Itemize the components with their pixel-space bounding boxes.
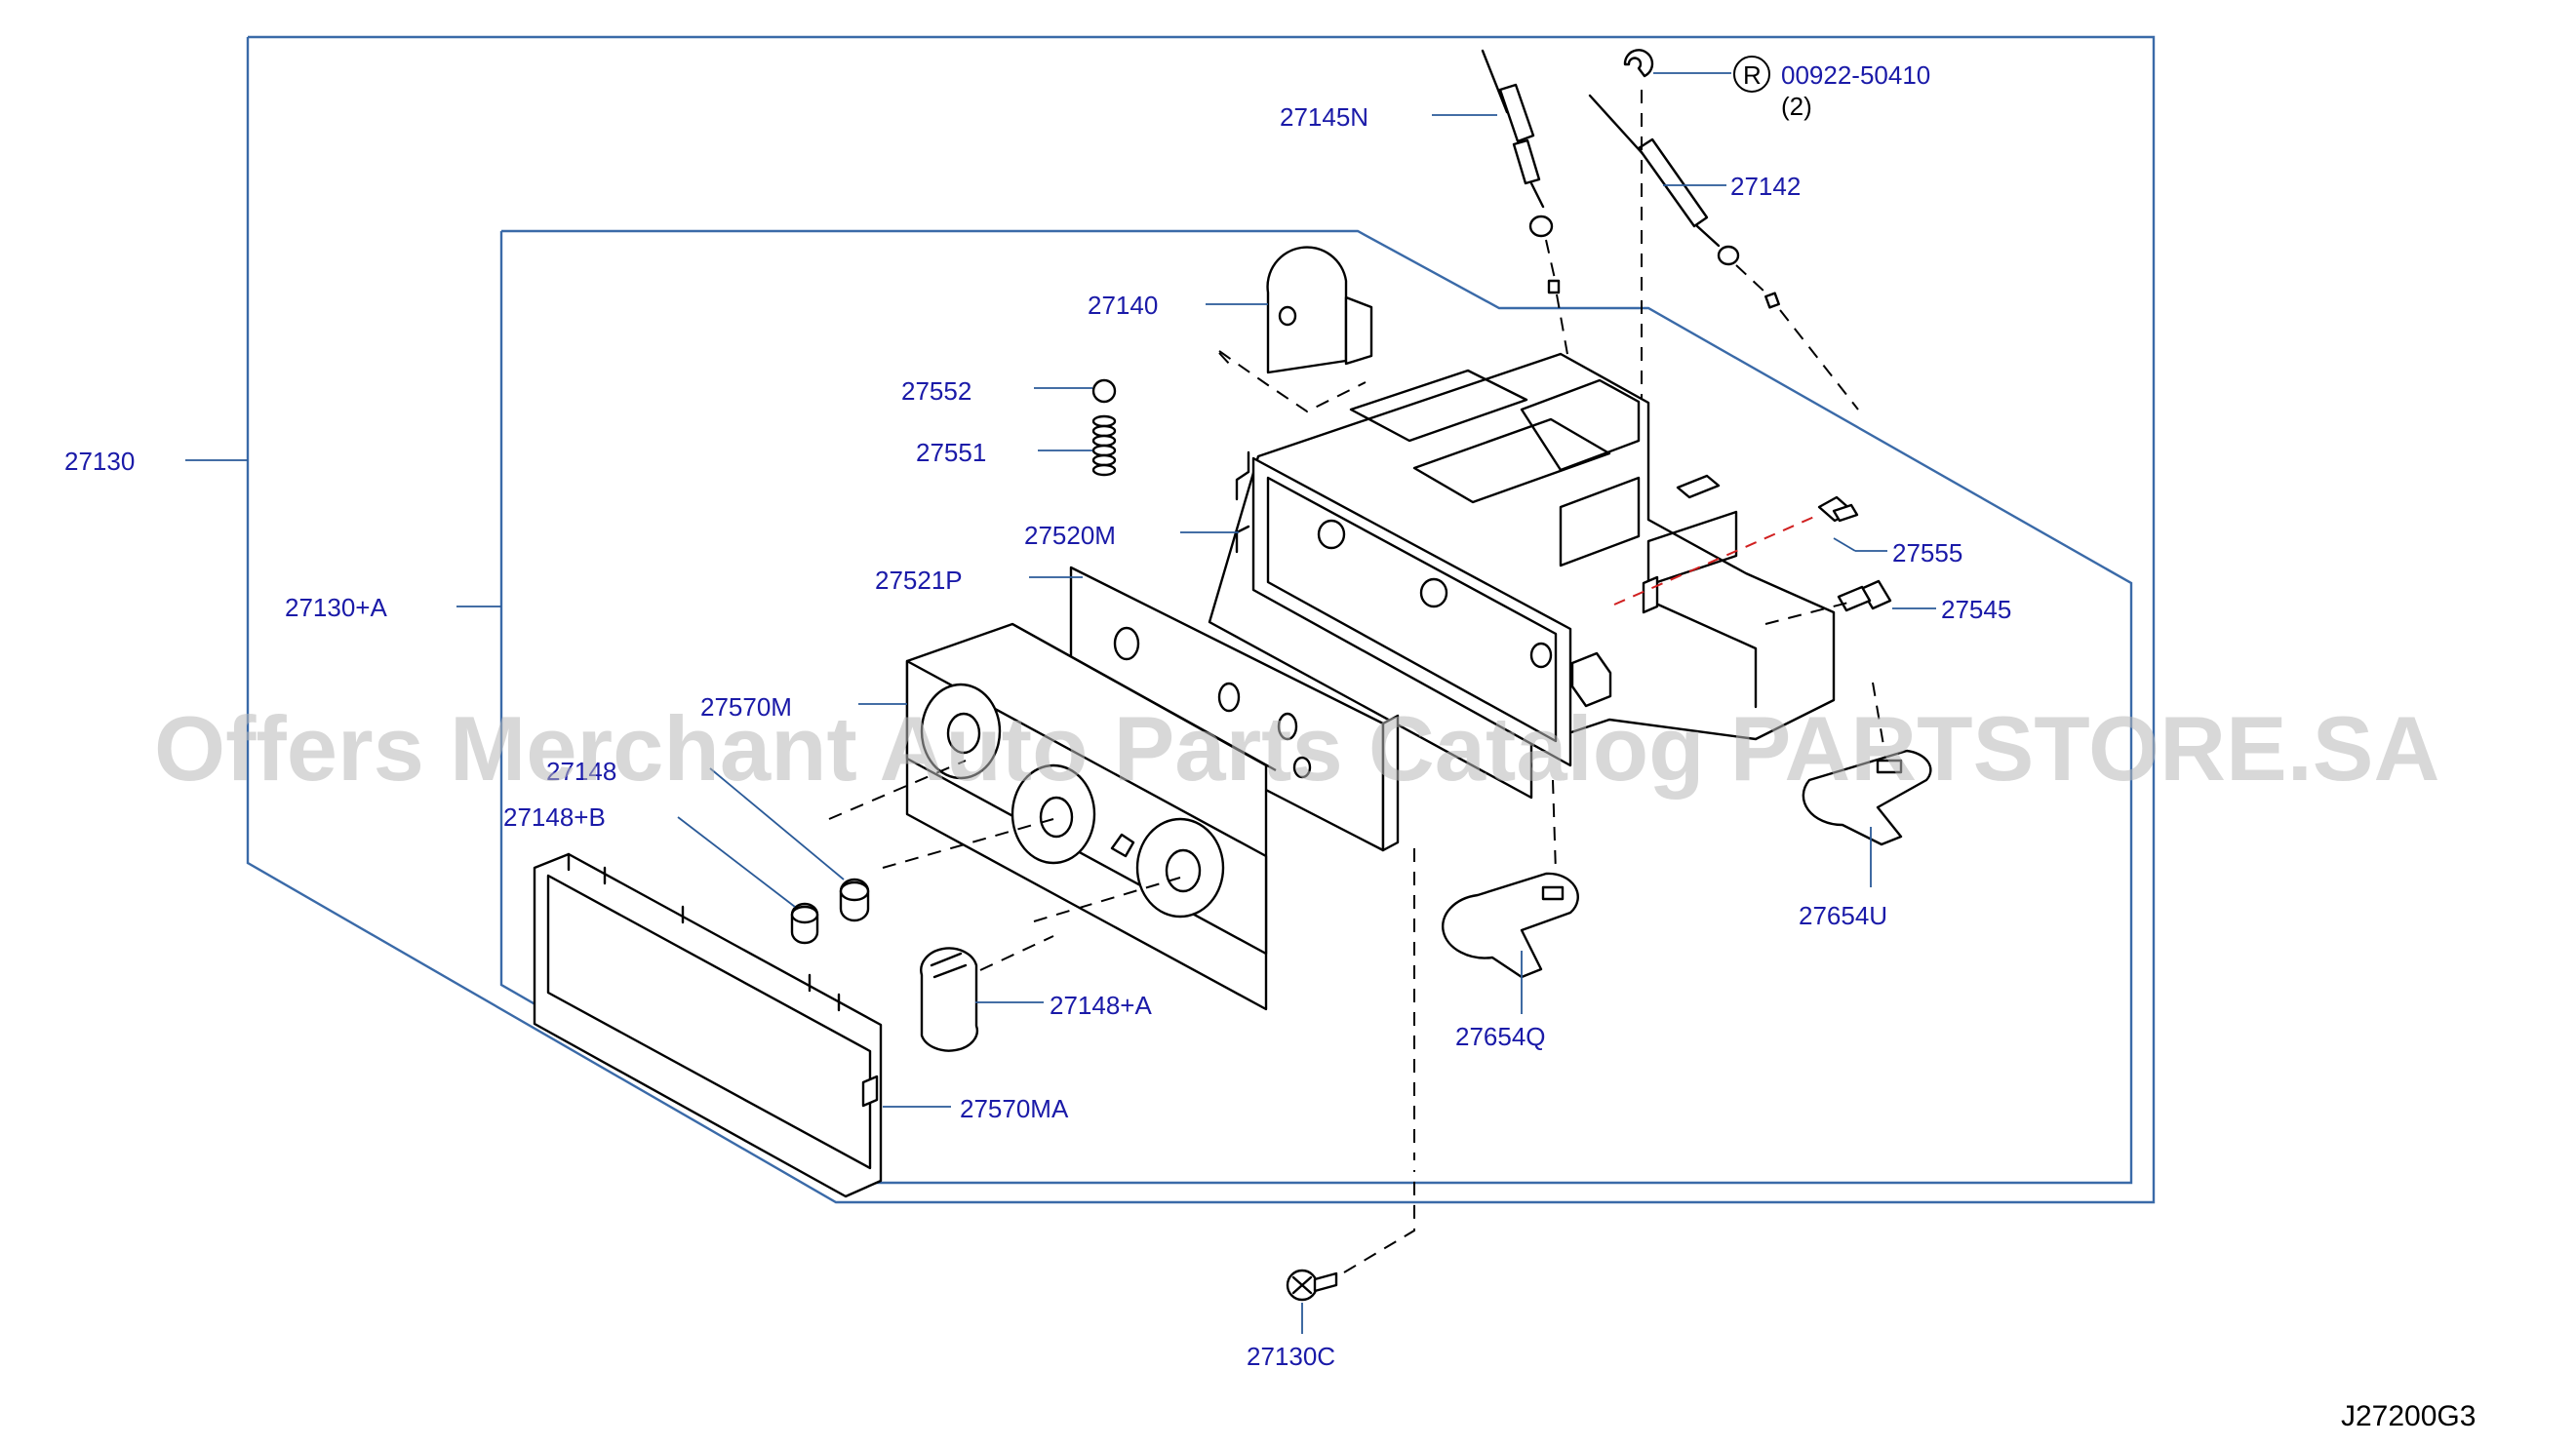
cable-27142-drawing [1588, 94, 1859, 411]
knob-27148b-drawing [790, 902, 819, 945]
callout-27555: 27555 [1892, 538, 1962, 567]
callout-27130: 27130 [64, 447, 135, 476]
knob-27148-drawing [839, 878, 870, 922]
callout-27551: 27551 [916, 438, 986, 467]
callout-27520m: 27520M [1024, 521, 1116, 550]
lever-27654u-drawing [1802, 682, 1932, 846]
watermark-text: Offers Merchant Auto Parts Catalog PARTS… [154, 697, 2439, 800]
callout-27552: 27552 [901, 376, 971, 406]
reference-letter: R [1743, 60, 1762, 90]
callout-27521p: 27521P [875, 566, 963, 595]
bezel-27570ma-drawing [533, 852, 883, 1198]
cable-27145n-drawing [1481, 49, 1571, 372]
spring-27551-drawing [1091, 414, 1117, 477]
screw-27555-drawing [1817, 495, 1859, 523]
callout-27545: 27545 [1941, 595, 2011, 624]
screw-27130c-drawing [1286, 848, 1415, 1302]
knob-27148a-drawing [920, 935, 1054, 1052]
outer-assembly-frame [246, 35, 2156, 1204]
callout-quantity: (2) [1781, 92, 1812, 121]
callout-27130c: 27130C [1247, 1342, 1335, 1371]
control-panel-27570m-drawing [828, 622, 1277, 1011]
ball-27552-drawing [1091, 378, 1117, 404]
lever-27654q-drawing [1441, 779, 1579, 979]
callout-27148b: 27148+B [503, 802, 606, 832]
diagram-code: J27200G3 [2341, 1400, 2476, 1432]
callout-27140: 27140 [1088, 291, 1158, 320]
callout-27142: 27142 [1730, 172, 1801, 201]
bolt-27545-drawing [1764, 579, 1892, 625]
knob-27140-drawing [1218, 246, 1373, 413]
reference-mark: R [1733, 56, 1770, 93]
callout-27570ma: 27570MA [960, 1094, 1069, 1123]
callout-27654q: 27654Q [1455, 1022, 1546, 1051]
callout-27130a: 27130+A [285, 593, 387, 622]
callout-27654u: 27654U [1799, 901, 1887, 930]
alignment-line [1613, 516, 1815, 606]
callout-27148a: 27148+A [1050, 991, 1152, 1020]
callout-00922-50410: 00922-50410 [1781, 60, 1930, 90]
callout-27148: 27148 [546, 757, 616, 786]
callout-27570m: 27570M [700, 692, 792, 722]
callout-27145n: 27145N [1280, 102, 1368, 132]
housing-27520m-drawing [1208, 352, 1836, 800]
leader-lines [185, 72, 1936, 1334]
panel-27521p-drawing [1069, 566, 1400, 852]
